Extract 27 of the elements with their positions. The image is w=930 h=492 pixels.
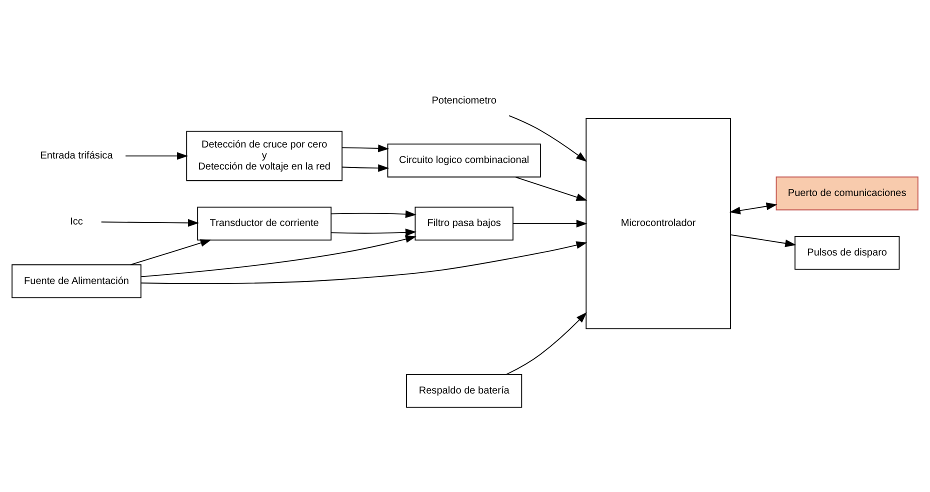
node-box: Respaldo de batería	[406, 374, 522, 408]
node-box: Transductor de corriente	[197, 206, 332, 241]
arrow	[330, 228, 416, 236]
node-box: Microcontrolador	[586, 118, 732, 330]
node-text: Icc	[70, 216, 83, 228]
node-box: Filtro pasa bajos	[414, 206, 514, 241]
arrow	[342, 144, 390, 152]
arrow	[342, 164, 390, 172]
arrow	[730, 234, 796, 248]
arrow	[330, 210, 416, 218]
arrow	[130, 239, 212, 266]
arrow	[125, 152, 188, 160]
node-box: Pulsos de disparo	[794, 236, 900, 270]
node-box: Circuito logico combinacional	[387, 144, 541, 178]
arrow	[140, 235, 416, 278]
node-box: Fuente de Alimentación	[12, 264, 142, 298]
arrow	[506, 312, 587, 375]
arrow	[100, 219, 199, 227]
node-text: Entrada trifásica	[40, 150, 113, 162]
arrow	[729, 202, 778, 214]
arrow	[512, 220, 588, 228]
node-text: Potenciometro	[432, 96, 496, 107]
node-box: Detección de cruce por cero y Detección de voltaje en la red	[186, 130, 342, 182]
node-box: Puerto de comunicaciones	[776, 176, 918, 210]
arrow	[508, 115, 587, 162]
arrow	[140, 241, 588, 284]
arrow	[514, 176, 588, 201]
